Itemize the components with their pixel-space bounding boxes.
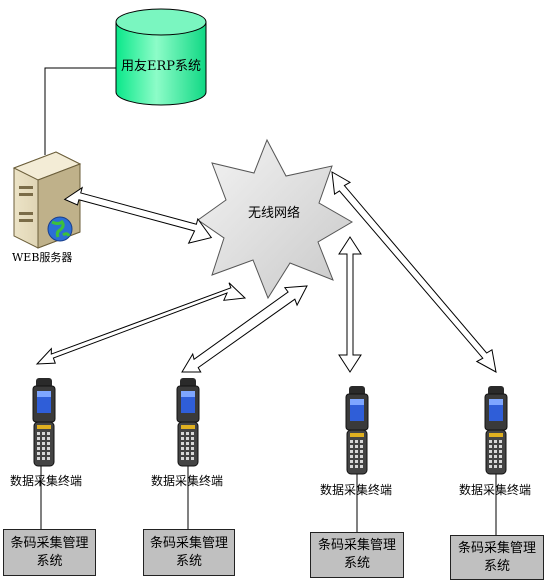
web-server-label: WEB服务器 — [12, 251, 73, 264]
system-box-3-line2: 系统 — [343, 556, 370, 571]
erp-label: 用友ERP系统 — [120, 59, 202, 74]
terminal-4-scanner-icon — [484, 385, 508, 475]
system-box-1-line1: 条码采集管理 — [10, 535, 89, 551]
terminal-2-scanner-icon — [176, 377, 200, 467]
arrow-terminal2-network — [181, 285, 308, 373]
terminal-2-label: 数据采集终端 — [151, 474, 224, 488]
system-box-4-line1: 条码采集管理 — [457, 540, 536, 556]
arrow-server-network — [63, 186, 213, 244]
terminal-4-label: 数据采集终端 — [459, 483, 532, 497]
terminal-3-label: 数据采集终端 — [320, 483, 393, 497]
system-box-3: 条码采集管理 系统 — [310, 532, 404, 578]
erp-database-icon — [115, 8, 207, 106]
wireless-network-label: 无线网络 — [248, 206, 301, 221]
arrow-terminal1-network — [35, 282, 247, 365]
terminal-1-label: 数据采集终端 — [10, 474, 83, 488]
system-box-4: 条码采集管理 系统 — [450, 535, 544, 580]
system-box-1-line2: 系统 — [36, 553, 63, 569]
wireless-network-star — [197, 138, 353, 300]
system-box-2-line1: 条码采集管理 — [149, 535, 228, 551]
system-box-1: 条码采集管理 系统 — [3, 529, 96, 576]
system-box-4-line2: 系统 — [483, 558, 510, 574]
arrow-terminal3-network — [338, 236, 362, 373]
system-box-2: 条码采集管理 系统 — [143, 529, 235, 576]
arrow-terminal4-network — [331, 171, 497, 373]
terminal-1-scanner-icon — [32, 377, 56, 467]
system-box-3-line1: 条码采集管理 — [317, 538, 396, 553]
system-box-2-line2: 系统 — [175, 553, 202, 569]
terminal-3-scanner-icon — [345, 385, 369, 475]
erp-server-connector — [44, 67, 117, 155]
web-server-icon — [12, 151, 82, 249]
